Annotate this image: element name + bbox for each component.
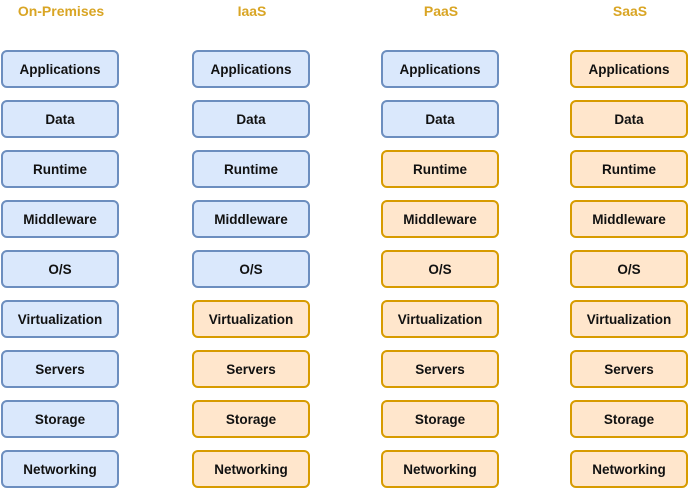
layer-servers: Servers <box>381 350 499 388</box>
layer-runtime: Runtime <box>570 150 688 188</box>
layer-o-s: O/S <box>570 250 688 288</box>
layer-storage: Storage <box>381 400 499 438</box>
layer-applications: Applications <box>1 50 119 88</box>
layer-data: Data <box>1 100 119 138</box>
column-title: SaaS <box>612 3 648 19</box>
layer-data: Data <box>381 100 499 138</box>
layer-networking: Networking <box>192 450 310 488</box>
layer-middleware: Middleware <box>1 200 119 238</box>
layer-networking: Networking <box>570 450 688 488</box>
layer-applications: Applications <box>570 50 688 88</box>
layer-applications: Applications <box>192 50 310 88</box>
layer-o-s: O/S <box>192 250 310 288</box>
layer-storage: Storage <box>570 400 688 438</box>
layer-applications: Applications <box>381 50 499 88</box>
column-title: IaaS <box>237 3 267 19</box>
column-title: On-Premises <box>17 3 105 19</box>
layer-networking: Networking <box>1 450 119 488</box>
layer-servers: Servers <box>570 350 688 388</box>
layer-virtualization: Virtualization <box>570 300 688 338</box>
layer-middleware: Middleware <box>192 200 310 238</box>
column-title: PaaS <box>423 3 459 19</box>
layer-virtualization: Virtualization <box>192 300 310 338</box>
layer-networking: Networking <box>381 450 499 488</box>
layer-servers: Servers <box>192 350 310 388</box>
layer-virtualization: Virtualization <box>1 300 119 338</box>
layer-o-s: O/S <box>381 250 499 288</box>
layer-o-s: O/S <box>1 250 119 288</box>
layer-middleware: Middleware <box>570 200 688 238</box>
layer-runtime: Runtime <box>381 150 499 188</box>
layer-data: Data <box>570 100 688 138</box>
layer-storage: Storage <box>1 400 119 438</box>
layer-runtime: Runtime <box>1 150 119 188</box>
layer-storage: Storage <box>192 400 310 438</box>
layer-virtualization: Virtualization <box>381 300 499 338</box>
layer-runtime: Runtime <box>192 150 310 188</box>
layer-servers: Servers <box>1 350 119 388</box>
layer-data: Data <box>192 100 310 138</box>
layer-middleware: Middleware <box>381 200 499 238</box>
